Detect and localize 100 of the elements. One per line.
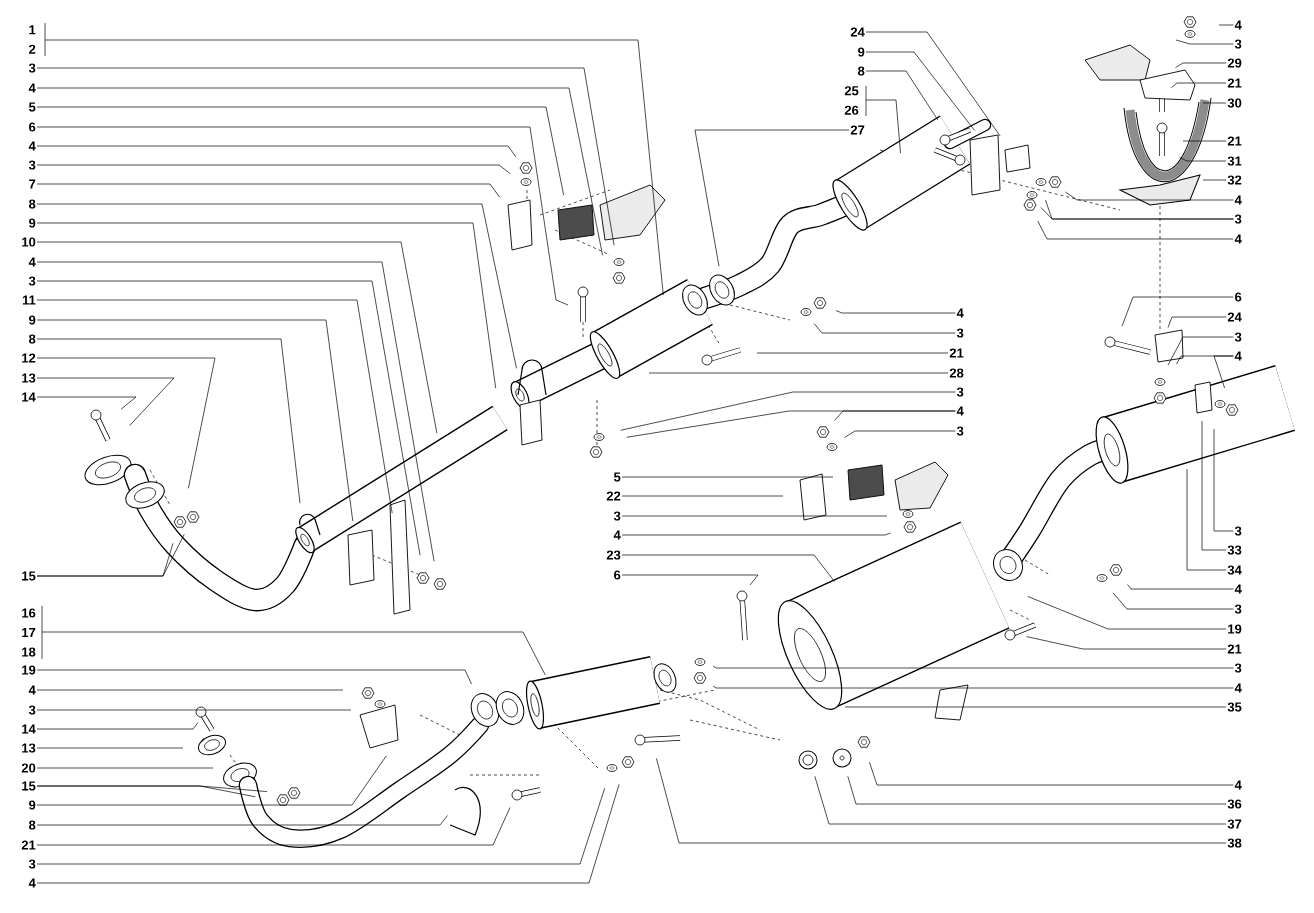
callout-number: 14: [22, 724, 36, 734]
leader-line: [36, 689, 344, 691]
callout-number: 3: [1234, 39, 1242, 49]
leader-line: [36, 807, 511, 846]
leader-line: [44, 22, 664, 296]
callout-number: 28: [949, 368, 964, 378]
leader-line: [36, 203, 517, 369]
leader-line: [36, 299, 393, 514]
leader-line: [1112, 592, 1234, 610]
leader-line: [36, 785, 268, 792]
callout-number: 4: [956, 406, 964, 416]
leader-line: [814, 775, 1227, 825]
callout-number-group: 25 26: [844, 86, 859, 115]
leader-line: [813, 323, 956, 334]
callout-number: 30: [1227, 98, 1242, 108]
callout-number: 4: [28, 83, 36, 93]
callout-number: 8: [29, 199, 36, 209]
leader-line: [648, 372, 949, 374]
callout-number: 13: [22, 373, 36, 383]
callout-number: 5: [614, 472, 621, 482]
callout-number: 33: [1227, 545, 1242, 555]
leader-line: [621, 495, 784, 497]
leader-line: [712, 685, 1234, 689]
leader-line: [36, 755, 387, 806]
callout-number: 6: [29, 122, 36, 132]
callout-number: 15: [22, 571, 36, 581]
callout-number: 3: [613, 511, 621, 521]
leader-line: [1027, 596, 1227, 630]
leader-line: [869, 761, 1234, 786]
callout-number: 37: [1227, 819, 1242, 829]
leader-line: [1175, 39, 1234, 45]
leader-line: [1213, 428, 1234, 532]
leader-line: [36, 319, 354, 522]
callout-number: 14: [22, 392, 36, 402]
callout-number: 8: [858, 66, 865, 76]
leader-line: [865, 31, 1001, 137]
leader-line: [36, 67, 615, 246]
callout-number: 3: [1234, 332, 1242, 342]
callout-number: 24: [850, 27, 865, 37]
callout-number: 9: [29, 218, 36, 228]
leader-line: [36, 747, 184, 749]
leader-line: [36, 783, 620, 884]
leader-line: [847, 775, 1227, 805]
callout-number: 4: [28, 685, 36, 695]
leader-line: [1201, 420, 1227, 551]
leader-line: [1213, 355, 1234, 389]
leader-line: [621, 574, 759, 586]
callout-number: 8: [29, 820, 36, 830]
leader-line: [865, 70, 939, 121]
callout-number: 3: [1234, 604, 1242, 614]
leader-line: [36, 106, 565, 196]
callout-number: 6: [1235, 292, 1242, 302]
callout-number: 4: [1234, 351, 1242, 361]
callout-number: 6: [614, 570, 621, 580]
callout-number: 3: [1234, 663, 1242, 673]
leader-line: [620, 391, 956, 431]
callout-number: 21: [1227, 78, 1242, 88]
callout-number: 24: [1227, 312, 1242, 322]
callout-number: 3: [28, 859, 36, 869]
leader-line: [656, 758, 1227, 844]
leader-line: [1037, 220, 1234, 240]
leader-line: [36, 183, 500, 198]
callout-number: 36: [1227, 799, 1242, 809]
leader-line: [36, 709, 352, 711]
callout-number: 31: [1227, 156, 1242, 166]
leader-line: [1202, 102, 1227, 104]
callout-number-group: 1 2: [29, 25, 36, 54]
callout-number: 4: [1234, 683, 1242, 693]
leader-line: [36, 815, 448, 826]
leader-line: [1026, 636, 1227, 650]
callout-number: 5: [29, 102, 36, 112]
leader-line: [621, 554, 835, 582]
callout-number: 21: [1227, 136, 1242, 146]
callout-number-group: 16 17 18: [22, 608, 36, 657]
leader-line: [1065, 191, 1234, 201]
leader-line: [621, 476, 834, 478]
leader-line: [36, 767, 214, 769]
callout-number: 4: [28, 141, 36, 151]
leader-line: [1202, 179, 1227, 181]
leader-line: [1127, 584, 1234, 590]
callout-number: 3: [28, 63, 36, 73]
leader-line: [621, 515, 888, 517]
leader-line: [1171, 82, 1227, 88]
leader-line: [621, 532, 891, 536]
leader-line: [36, 533, 185, 577]
callout-number: 23: [606, 550, 621, 560]
leader-line: [1179, 157, 1227, 162]
callout-number: 3: [28, 276, 36, 286]
callout-number: 19: [22, 665, 36, 675]
callout-number: 9: [29, 800, 36, 810]
callout-number: 3: [956, 426, 964, 436]
leader-line: [41, 605, 546, 676]
leader-line: [1218, 24, 1234, 26]
callout-number: 13: [22, 743, 36, 753]
leader-line: [1121, 296, 1234, 327]
callout-number: 3: [956, 328, 964, 338]
leader-line: [756, 352, 949, 354]
callout-number: 9: [858, 47, 865, 57]
callout-number: 19: [1228, 624, 1242, 634]
leader-line: [36, 357, 216, 489]
